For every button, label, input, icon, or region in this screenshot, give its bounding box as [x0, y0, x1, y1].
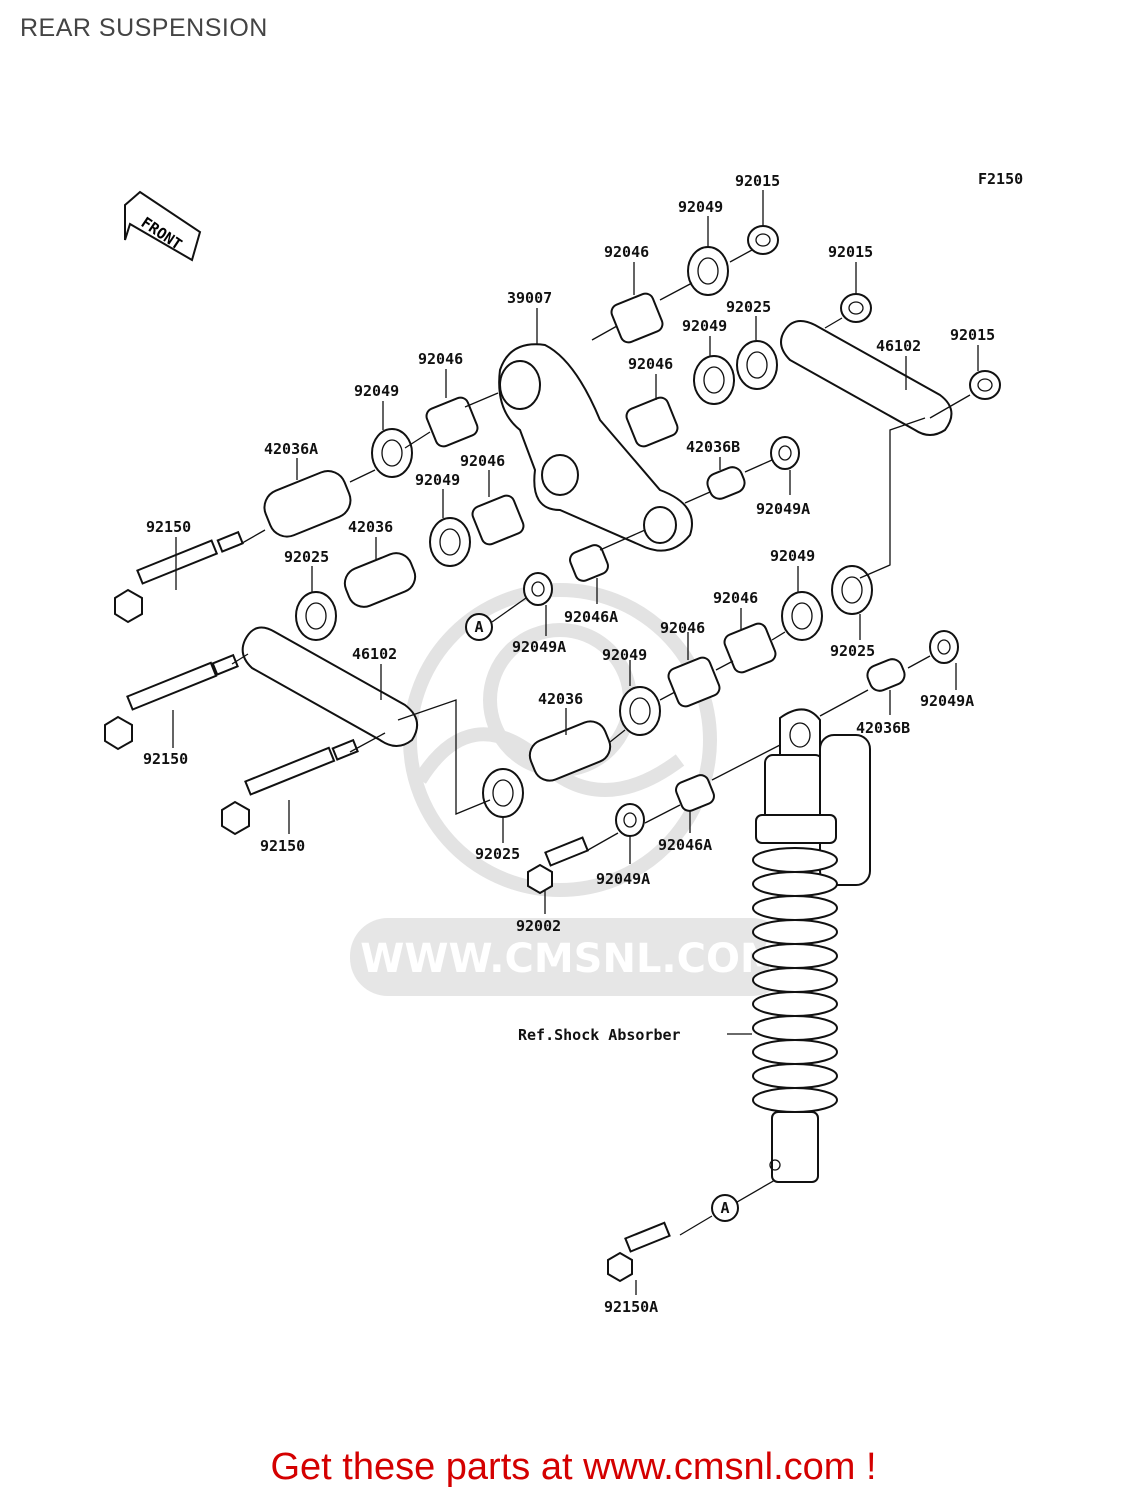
bearing-92046a-1: [569, 544, 609, 582]
label-92015: 92015: [828, 243, 873, 261]
label-92049: 92049: [682, 317, 727, 335]
label-92015: 92015: [735, 172, 780, 190]
tie-rod-lower: [241, 626, 419, 747]
figure-code: F2150: [978, 170, 1023, 188]
svg-text:A: A: [474, 618, 483, 636]
collar-42036b-lower: [866, 658, 906, 692]
label-92049: 92049: [602, 646, 647, 664]
label-92049a: 92049A: [596, 870, 650, 888]
ref-a-marker-2: A: [711, 1194, 739, 1222]
label-92025: 92025: [726, 298, 771, 316]
label-42036: 42036: [348, 518, 393, 536]
seals: [295, 225, 1001, 837]
collar-42036-upper: [343, 552, 417, 608]
label-92046: 92046: [628, 355, 673, 373]
label-42036b: 42036B: [856, 719, 910, 737]
label-92049a: 92049A: [920, 692, 974, 710]
collar-42036b-upper: [706, 466, 746, 500]
page-title: REAR SUSPENSION: [20, 14, 268, 42]
label-92025: 92025: [475, 845, 520, 863]
front-arrow-icon: FRONT: [124, 190, 202, 262]
label-46102: 46102: [876, 337, 921, 355]
label-92049a: 92049A: [512, 638, 566, 656]
bolt-92150-1: [114, 530, 244, 624]
label-92049a: 92049A: [756, 500, 810, 518]
shock-spring: [752, 847, 838, 1113]
label-92046a: 92046A: [658, 836, 712, 854]
bearing-92046-2: [425, 396, 479, 448]
part-labels: 92015 92049 92046 39007 92015 92025 9201…: [143, 172, 995, 1316]
label-ref-shock-absorber: Ref.Shock Absorber: [518, 1026, 681, 1044]
bearing-92046-3: [625, 396, 679, 448]
label-92049: 92049: [770, 547, 815, 565]
label-42036a: 42036A: [264, 440, 318, 458]
label-92046: 92046: [713, 589, 758, 607]
collar-42036a: [263, 470, 352, 538]
label-92150a: 92150A: [604, 1298, 658, 1316]
label-42036: 42036: [538, 690, 583, 708]
bolt-92150-2: [104, 653, 239, 751]
bearing-92046a-2: [675, 774, 715, 812]
bearing-92046-1: [610, 292, 664, 344]
label-92046: 92046: [604, 243, 649, 261]
label-92150: 92150: [260, 837, 305, 855]
label-46102: 46102: [352, 645, 397, 663]
label-92046: 92046: [418, 350, 463, 368]
label-92025: 92025: [830, 642, 875, 660]
bolt-92150-3: [221, 738, 359, 836]
bearing-92046-5: [723, 622, 777, 674]
watermark-text: WWW.CMSNL.COM: [360, 936, 780, 982]
bearing-92046-4: [471, 494, 525, 546]
watermark: WWW.CMSNL.COM: [350, 583, 790, 996]
shock-absorber: [752, 708, 871, 1183]
collar-42036-lower: [528, 720, 612, 782]
ref-a-marker-1: A: [465, 613, 493, 641]
label-92025: 92025: [284, 548, 329, 566]
label-92046a: 92046A: [564, 608, 618, 626]
bolt-92002: [527, 836, 590, 895]
rocker-link-39007: [498, 343, 693, 552]
label-92015: 92015: [950, 326, 995, 344]
bearing-92046-6: [667, 656, 721, 708]
label-92049: 92049: [415, 471, 460, 489]
label-92002: 92002: [516, 917, 561, 935]
tie-rod-upper: [780, 320, 953, 436]
label-92150: 92150: [143, 750, 188, 768]
label-92049: 92049: [678, 198, 723, 216]
label-39007: 39007: [507, 289, 552, 307]
leader-lines: [172, 190, 979, 1295]
label-42036b: 42036B: [686, 438, 740, 456]
parts-diagram: WWW.CMSNL.COM FRONT F2150: [104, 170, 1023, 1316]
footer-link[interactable]: Get these parts at www.cmsnl.com !: [270, 1446, 877, 1488]
label-92046: 92046: [660, 619, 705, 637]
label-92049: 92049: [354, 382, 399, 400]
label-92150: 92150: [146, 518, 191, 536]
bolt-92150a: [607, 1221, 671, 1283]
label-92046: 92046: [460, 452, 505, 470]
svg-text:A: A: [720, 1199, 729, 1217]
